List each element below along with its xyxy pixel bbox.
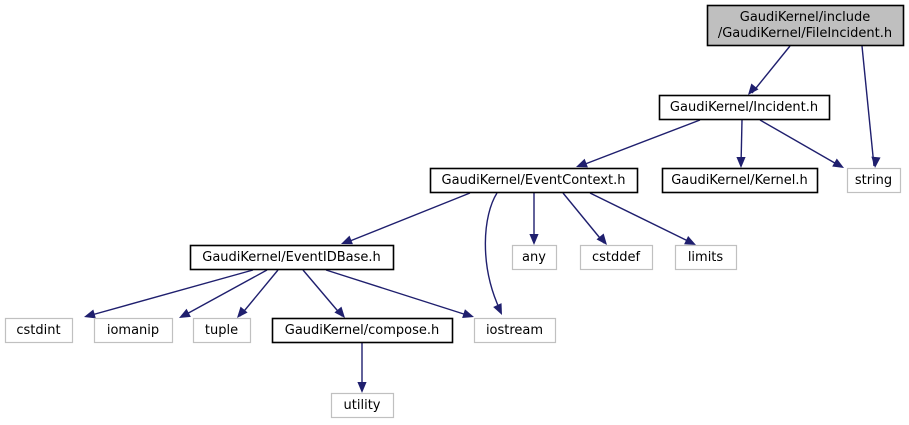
node-label: cstddef [592, 250, 641, 265]
node-box[interactable] [658, 94, 831, 121]
arrowhead [596, 233, 607, 245]
arrowhead [493, 303, 502, 315]
node-iomanip[interactable]: iomanip [93, 317, 174, 344]
node-label: GaudiKernel/Incident.h [670, 100, 818, 115]
node-eventidbase[interactable]: GaudiKernel/EventIDBase.h [189, 244, 395, 271]
node-label: any [522, 250, 546, 265]
node-string[interactable]: string [846, 167, 902, 194]
edge-eventidbase-to-tuple [237, 269, 279, 318]
node-any[interactable]: any [511, 244, 558, 271]
node-label: iomanip [107, 323, 159, 338]
node-label: string [855, 173, 892, 188]
node-label: iostream [486, 323, 543, 338]
node-kernel[interactable]: GaudiKernel/Kernel.h [661, 167, 819, 194]
node-box[interactable] [330, 392, 395, 419]
arrowhead [357, 382, 367, 393]
edge-fileincident-to-incident [748, 45, 791, 95]
edge-eventidbase-to-cstdint [84, 269, 254, 319]
node-cstdint[interactable]: cstdint [4, 317, 74, 344]
node-eventcontext[interactable]: GaudiKernel/EventContext.h [429, 167, 639, 194]
node-label: utility [344, 398, 381, 413]
edge-eventidbase-to-iomanip [179, 269, 268, 318]
edge-layer [84, 45, 881, 393]
arrowhead [341, 235, 353, 245]
node-label: cstdint [16, 323, 60, 338]
node-label: limits [688, 250, 724, 265]
arrowhead [529, 234, 539, 245]
edge-eventcontext-to-limits [589, 192, 696, 245]
edge-fileincident-to-string [861, 45, 881, 168]
node-label: tuple [205, 323, 238, 338]
node-tuple[interactable]: tuple [192, 317, 252, 344]
node-box[interactable] [429, 167, 639, 194]
node-label: GaudiKernel/include/GaudiKernel/FileInci… [718, 10, 892, 41]
arrowhead [462, 309, 474, 318]
node-fileincident[interactable]: GaudiKernel/include/GaudiKernel/FileInci… [706, 4, 905, 47]
node-label: GaudiKernel/EventIDBase.h [202, 250, 380, 265]
node-box[interactable] [192, 317, 252, 344]
node-compose[interactable]: GaudiKernel/compose.h [271, 317, 454, 344]
node-label: GaudiKernel/compose.h [285, 323, 439, 338]
arrowhead [871, 156, 881, 168]
node-box[interactable] [189, 244, 395, 271]
edge-eventcontext-to-cstddef [562, 192, 607, 245]
node-cstddef[interactable]: cstddef [579, 244, 654, 271]
edge-eventidbase-to-iostream [325, 269, 474, 318]
node-box[interactable] [473, 317, 557, 344]
arrowhead [736, 157, 746, 168]
node-utility[interactable]: utility [330, 392, 395, 419]
node-incident[interactable]: GaudiKernel/Incident.h [658, 94, 831, 121]
edge-incident-to-kernel [736, 119, 746, 168]
node-limits[interactable]: limits [674, 244, 738, 271]
edge-eventcontext-to-eventidbase [341, 192, 471, 245]
node-layer: GaudiKernel/include/GaudiKernel/FileInci… [4, 4, 905, 419]
node-box[interactable] [271, 317, 454, 344]
node-label: GaudiKernel/EventContext.h [442, 173, 626, 188]
edge-incident-to-eventcontext [576, 119, 701, 168]
node-box[interactable] [661, 167, 819, 194]
node-iostream[interactable]: iostream [473, 317, 557, 344]
node-box[interactable] [846, 167, 902, 194]
arrowhead [576, 158, 588, 168]
edge-compose-to-utility [357, 343, 367, 393]
node-box[interactable] [4, 317, 74, 344]
arrowhead [684, 236, 696, 245]
node-label: GaudiKernel/Kernel.h [671, 173, 808, 188]
node-box[interactable] [511, 244, 558, 271]
edge-incident-to-string [759, 119, 844, 168]
arrowhead [179, 308, 191, 318]
arrowhead [84, 309, 96, 319]
edge-eventcontext-to-iostream [484, 192, 502, 315]
edge-eventidbase-to-compose [302, 269, 345, 318]
node-box[interactable] [93, 317, 174, 344]
node-box[interactable] [674, 244, 738, 271]
node-box[interactable] [579, 244, 654, 271]
edge-eventcontext-to-any [529, 193, 539, 245]
arrowhead [748, 83, 759, 95]
arrowhead [237, 306, 248, 318]
arrowhead [334, 306, 345, 318]
arrowhead [832, 158, 844, 168]
node-box[interactable] [706, 4, 905, 47]
